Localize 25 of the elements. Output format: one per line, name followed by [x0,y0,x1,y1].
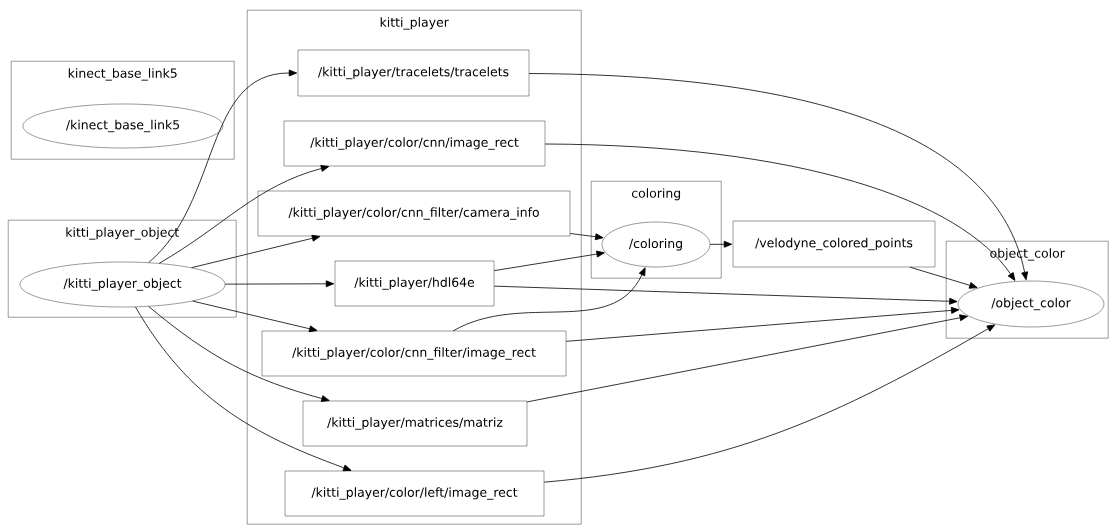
topic-box: /kitti_player/hdl64e [334,260,495,307]
arrow [565,306,960,342]
arrow [135,306,352,472]
topic-box: /kitti_player/tracelets/tracelets [297,49,530,97]
arrow [543,324,996,483]
arrow [191,234,321,269]
arrow [526,314,968,403]
arrow [148,69,298,263]
arrow [544,143,1016,281]
topic-box: /kitti_player/color/cnn/image_rect [283,120,546,167]
arrow [493,285,958,305]
arrow [528,73,1028,281]
arrow [709,240,733,248]
topic-box: /kitti_player/color/cnn_filter/image_rect [261,330,567,377]
arrow [452,267,646,332]
arrow [493,250,605,272]
topic-box: /kitti_player/color/left/image_rect [284,470,545,517]
arrow [909,266,978,289]
arrow [148,306,330,402]
topic-box: /velodyne_colored_points [732,220,936,268]
topic-box: /kitti_player/color/cnn_filter/camera_info [257,190,571,237]
arrow [569,233,604,241]
arrow [158,165,330,264]
topic-box: /kitti_player/matrices/matriz [302,400,528,447]
arrow [224,280,335,288]
